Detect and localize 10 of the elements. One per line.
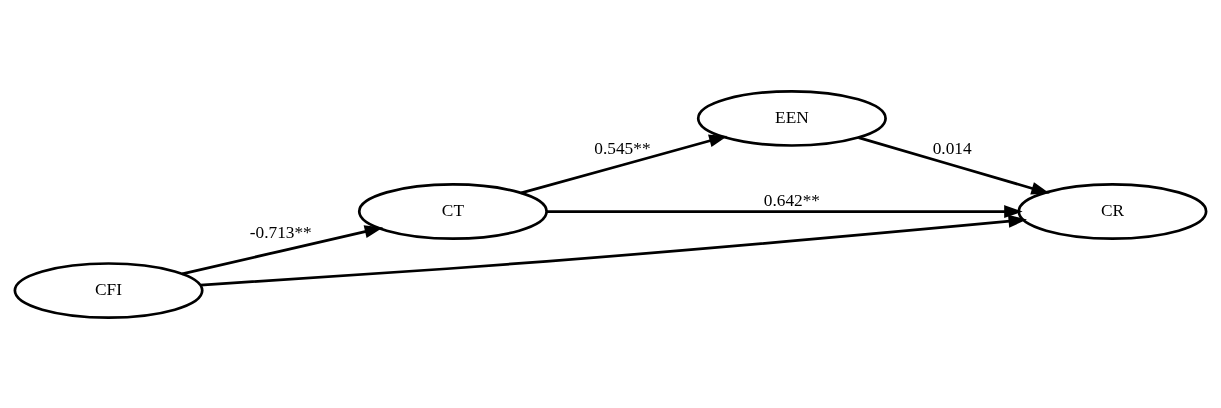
edge-label: 0.014 [932, 138, 972, 158]
arrow [858, 135, 1050, 195]
edge-label: -0.713** [249, 222, 312, 242]
node-ellipse: CFI [13, 261, 204, 319]
arrow [181, 224, 384, 275]
edge-label: 0.545** [594, 138, 651, 158]
edge-label: 0.642** [763, 190, 821, 210]
arrow [546, 204, 1023, 218]
arrow [200, 214, 1027, 286]
arrow [521, 134, 728, 194]
